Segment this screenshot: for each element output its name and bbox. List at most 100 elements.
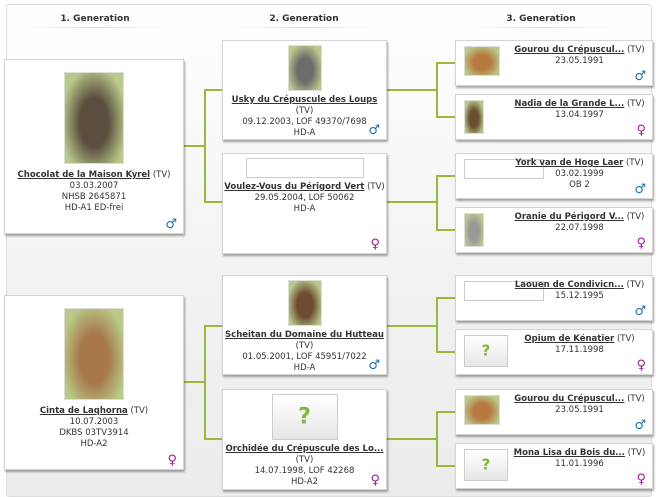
gen2-dog-card[interactable]: Usky du Crépuscule des Loups (TV)09.12.2… bbox=[222, 40, 387, 140]
dog-info-line: 11.01.1996 bbox=[555, 459, 604, 469]
dog-photo[interactable] bbox=[464, 100, 484, 134]
breed-suffix: (TV) bbox=[626, 280, 645, 290]
connector-line bbox=[436, 176, 438, 230]
gen2-header: 2. Generation bbox=[229, 14, 379, 28]
dog-info-line: 22.07.1998 bbox=[555, 223, 604, 233]
breed-suffix: (TV) bbox=[152, 170, 171, 180]
dog-name-link[interactable]: Nadia de la Grande L... bbox=[514, 99, 625, 109]
dog-name-link[interactable]: Mona Lisa du Bois du... bbox=[513, 448, 625, 458]
gen3-dog-card[interactable]: Oranie du Périgord V... (TV)22.07.1998♀ bbox=[455, 207, 653, 253]
connector-line bbox=[184, 381, 205, 383]
breed-suffix: (TV) bbox=[295, 455, 314, 465]
breed-suffix: (TV) bbox=[130, 406, 149, 416]
breed-suffix: (TV) bbox=[295, 106, 314, 116]
connector-line bbox=[436, 298, 438, 352]
connector-line bbox=[204, 325, 222, 327]
male-icon: ♂ bbox=[368, 123, 380, 138]
dog-photo[interactable] bbox=[64, 308, 124, 400]
breed-suffix: (TV) bbox=[367, 182, 385, 192]
connector-line bbox=[387, 201, 437, 203]
dog-info-line: NHSB 2645871 bbox=[61, 192, 127, 202]
connector-line bbox=[436, 351, 455, 353]
dog-name-link[interactable]: Orchidée du Crépuscule des Lo... bbox=[225, 444, 384, 454]
connector-line bbox=[436, 63, 438, 117]
gen2-dog-card[interactable]: Scheitan du Domaine du Hutteau (TV)01.05… bbox=[222, 275, 387, 375]
connector-line bbox=[184, 145, 205, 147]
dog-name-link[interactable]: Cinta de Laqhorna bbox=[39, 406, 128, 416]
dog-name-link[interactable]: Scheitan du Domaine du Hutteau bbox=[225, 330, 384, 340]
dog-name-link[interactable]: York van de Hoge Laer bbox=[515, 158, 624, 168]
gen1-dog-card[interactable]: Chocolat de la Maison Kyrel (TV) 03.03.20… bbox=[4, 59, 184, 234]
female-icon: ♀ bbox=[636, 472, 646, 487]
breed-suffix: (TV) bbox=[626, 99, 645, 109]
dog-info-line: 23.05.1991 bbox=[555, 56, 604, 66]
dog-info-line: 15.12.1995 bbox=[555, 291, 604, 301]
connector-line bbox=[436, 62, 455, 64]
gen3-dog-card[interactable]: ? Mona Lisa du Bois du... (TV) 11.01.1996 ♀ bbox=[455, 443, 653, 489]
female-icon: ♀ bbox=[370, 473, 380, 488]
connector-line bbox=[436, 411, 455, 413]
breed-suffix: (TV) bbox=[627, 448, 646, 458]
dog-name-link[interactable]: Oranie du Périgord V... bbox=[514, 212, 625, 222]
male-icon: ♂ bbox=[634, 418, 646, 433]
dog-info-line: 23.05.1991 bbox=[555, 405, 604, 415]
male-icon: ♂ bbox=[368, 358, 380, 373]
gen3-dog-card[interactable]: Nadia de la Grande L... (TV)13.04.1997♀ bbox=[455, 94, 653, 140]
breed-suffix: (TV) bbox=[295, 341, 314, 351]
gen2-dog-card[interactable]: ?Orchidée du Crépuscule des Lo... (TV)14… bbox=[222, 389, 387, 490]
dog-info-line: HD-A2 bbox=[290, 477, 319, 487]
dog-info-line: 03.03.2007 bbox=[69, 181, 119, 191]
breed-suffix: (TV) bbox=[616, 334, 635, 344]
dog-photo[interactable] bbox=[464, 213, 484, 247]
female-icon: ♀ bbox=[636, 358, 646, 373]
gen3-dog-card[interactable]: ? Opium de Kénatier (TV) 17.11.1998 ♀ bbox=[455, 329, 653, 375]
breed-suffix: (TV) bbox=[626, 158, 644, 168]
dog-photo[interactable] bbox=[287, 45, 322, 91]
gen2-dog-card[interactable]: Voulez-Vous du Périgord Vert (TV)29.05.2… bbox=[222, 153, 387, 254]
male-icon: ♂ bbox=[634, 304, 646, 319]
dog-name-link[interactable]: Voulez-Vous du Périgord Vert bbox=[224, 182, 365, 192]
breed-suffix: (TV) bbox=[627, 45, 645, 55]
dog-info-line: 09.12.2003, LOF 49370/7698 bbox=[242, 117, 367, 127]
connector-line bbox=[436, 412, 438, 466]
female-icon: ♀ bbox=[636, 123, 646, 138]
dog-name-link[interactable]: Laouen de Condivicn... bbox=[514, 280, 624, 290]
gen1-header: 1. Generation bbox=[20, 14, 170, 28]
dog-info-line: HD-A1 ED-frei bbox=[64, 203, 124, 213]
connector-line bbox=[436, 229, 455, 231]
dog-name-link[interactable]: Usky du Crépuscule des Loups bbox=[231, 95, 378, 105]
connector-line bbox=[204, 326, 206, 439]
dog-info-line: 01.05.2001, LOF 45951/7022 bbox=[242, 352, 367, 362]
dog-name-link[interactable]: Chocolat de la Maison Kyrel bbox=[17, 170, 151, 180]
unknown-photo-icon: ? bbox=[464, 449, 508, 481]
gen3-dog-card[interactable]: Laouen de Condivicn... (TV) 15.12.1995 ♂ bbox=[455, 275, 653, 321]
dog-photo[interactable] bbox=[287, 280, 322, 326]
breed-suffix: (TV) bbox=[626, 212, 645, 222]
dog-info-line: HD-A bbox=[293, 363, 316, 373]
connector-line bbox=[204, 201, 222, 203]
connector-line bbox=[436, 297, 455, 299]
connector-line bbox=[387, 438, 437, 440]
gen3-dog-card[interactable]: Gourou du Crépuscul... (TV)23.05.1991♂ bbox=[455, 40, 653, 86]
dog-name-link[interactable]: Opium de Kénatier bbox=[524, 334, 615, 344]
unknown-photo-icon: ? bbox=[464, 335, 508, 367]
photo-placeholder bbox=[464, 159, 544, 179]
dog-name-link[interactable]: Gourou du Crépuscul... bbox=[514, 45, 625, 55]
dog-name-link[interactable]: Gourou du Crépuscul... bbox=[514, 394, 625, 404]
dog-info-line: 14.07.1998, LOF 42268 bbox=[254, 466, 355, 476]
connector-line bbox=[436, 175, 455, 177]
dog-photo[interactable] bbox=[64, 72, 124, 164]
dog-photo[interactable] bbox=[464, 46, 500, 76]
breed-suffix: (TV) bbox=[627, 394, 645, 404]
male-icon: ♂ bbox=[634, 182, 646, 197]
photo-placeholder bbox=[245, 158, 364, 178]
dog-info-line: 17.11.1998 bbox=[555, 345, 604, 355]
dog-photo[interactable] bbox=[464, 395, 500, 425]
gen3-dog-card[interactable]: Gourou du Crépuscul... (TV) 23.05.1991 ♂ bbox=[455, 389, 653, 435]
photo-placeholder bbox=[464, 281, 544, 301]
male-icon: ♂ bbox=[165, 217, 177, 232]
dog-info-line: HD-A2 bbox=[80, 439, 108, 449]
dog-info-line: 10.07.2003 bbox=[69, 417, 119, 427]
